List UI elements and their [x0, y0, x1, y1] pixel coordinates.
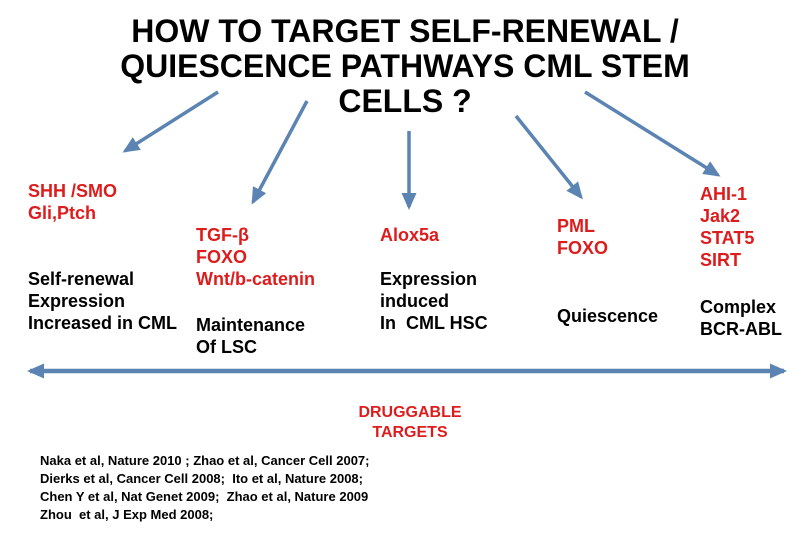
pathway-note-ahi1: Complex BCR-ABL: [700, 297, 782, 339]
pathway-genes-alox5a: Alox5a: [380, 225, 440, 245]
pathway-genes-tgf: TGF-β FOXO Wnt/b-catenin: [196, 225, 315, 289]
slide-title: HOW TO TARGET SELF-RENEWAL / QUIESCENCE …: [120, 13, 690, 119]
pathway-genes-ahi1: AHI-1 Jak2 STAT5 SIRT: [700, 184, 755, 270]
pathway-note-shh: Self-renewal Expression Increased in CML: [28, 269, 178, 333]
druggable-targets-label: DRUGGABLE TARGETS: [358, 404, 462, 441]
pathway-note-alox5a: Expression induced In CML HSC: [380, 269, 488, 333]
pathway-note-tgf: Maintenance Of LSC: [196, 315, 306, 357]
pathway-note-pml: Quiescence: [557, 306, 659, 326]
references: Naka et al, Nature 2010 ; Zhao et al, Ca…: [40, 453, 370, 522]
arrow-title-to-tgf-icon: [251, 100, 309, 205]
pathway-genes-shh: SHH /SMO Gli,Ptch: [28, 181, 118, 223]
arrow-title-to-shh-icon: [122, 90, 219, 153]
pathway-genes-pml: PML FOXO: [557, 216, 609, 258]
arrow-title-to-ahi1-icon: [584, 90, 721, 177]
arrow-title-to-pml-icon: [514, 114, 583, 200]
